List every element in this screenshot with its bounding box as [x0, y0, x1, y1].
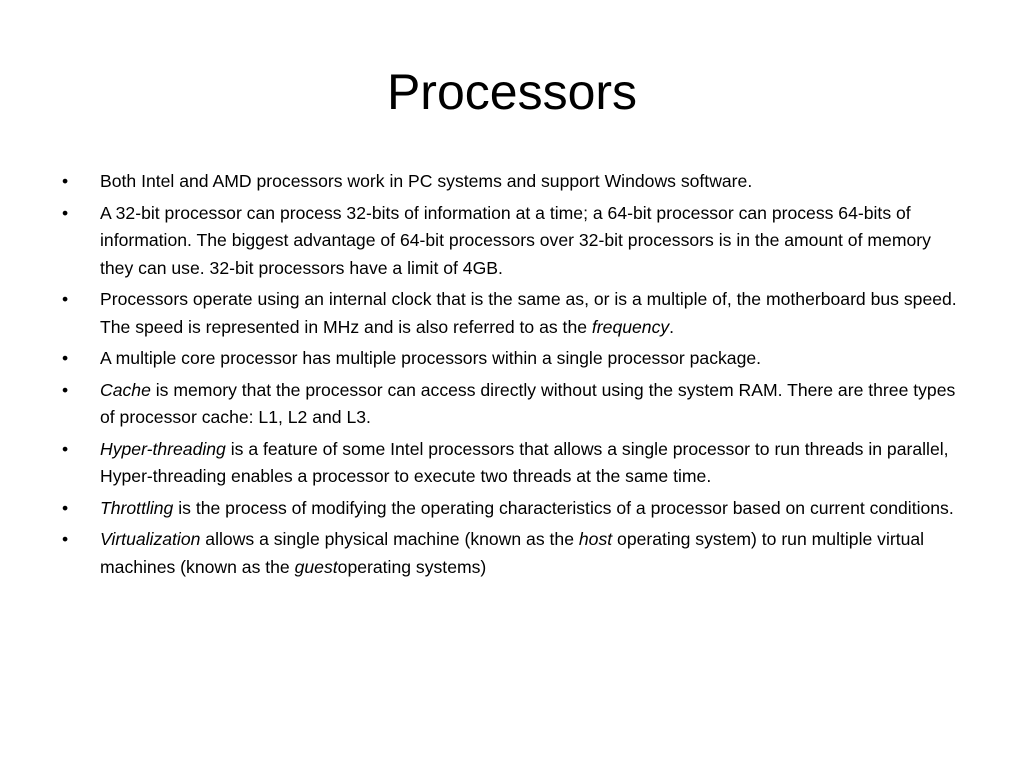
bullet-emphasis: frequency	[591, 316, 670, 337]
bullet-text: Virtualization allows a single physical …	[100, 529, 924, 577]
bullet-text-part: allows a single physical machine (known …	[200, 529, 579, 549]
bullet-text-part: A multiple core processor has multiple p…	[100, 348, 762, 368]
bullet-emphasis: Hyper-threading	[100, 438, 226, 459]
bullet-text-part: operating systems)	[337, 556, 487, 577]
bullet-item: • Throttling is the process of modifying…	[62, 495, 968, 523]
bullet-text: Hyper-threading is a feature of some Int…	[100, 439, 949, 487]
slide-title: Processors	[386, 64, 638, 120]
bullet-text: A multiple core processor has multiple p…	[100, 348, 761, 368]
bullet-text: Throttling is the process of modifying t…	[100, 498, 954, 518]
bullet-emphasis: Cache	[100, 379, 151, 400]
bullet-item: • Virtualization allows a single physica…	[62, 526, 968, 581]
bullet-text: Processors operate using an internal clo…	[100, 289, 957, 337]
bullet-item: • Processors operate using an internal c…	[62, 286, 968, 341]
bullet-text: Cache is memory that the processor can a…	[100, 380, 955, 428]
bullet-item: • Hyper-threading is a feature of some I…	[62, 436, 968, 491]
bullet-emphasis: Virtualization	[100, 529, 201, 549]
bullet-emphasis: host	[578, 529, 613, 549]
bullet-text-part: .	[669, 316, 675, 337]
bullet-list: • Both Intel and AMD processors work in …	[62, 168, 968, 585]
bullet-text-part: operating system) to run multiple virtua…	[100, 529, 925, 577]
bullet-item: • A multiple core processor has multiple…	[62, 345, 968, 373]
bullet-marker: •	[62, 497, 69, 518]
bullet-marker: •	[62, 171, 69, 191]
bullet-marker: •	[62, 379, 69, 400]
bullet-text-part: is the process of modifying the operatin…	[173, 497, 954, 518]
bullet-text-part: is a feature of some Intel processors th…	[100, 438, 949, 487]
bullet-marker: •	[62, 529, 69, 549]
bullet-marker: •	[62, 202, 69, 223]
bullet-marker: •	[62, 348, 69, 368]
bullet-item: • Both Intel and AMD processors work in …	[62, 168, 968, 196]
bullet-text-part: Both Intel and AMD processors work in PC…	[100, 171, 753, 191]
bullet-emphasis: guest	[294, 556, 338, 577]
bullet-text-part: Processors operate using an internal clo…	[100, 289, 957, 337]
bullet-item: • A 32-bit processor can process 32-bits…	[62, 200, 968, 283]
bullet-text-part: A 32-bit processor can process 32-bits o…	[100, 202, 931, 278]
bullet-item: • Cache is memory that the processor can…	[62, 377, 968, 432]
bullet-marker: •	[62, 289, 69, 309]
bullet-text: Both Intel and AMD processors work in PC…	[100, 171, 752, 191]
bullet-emphasis: Throttling	[100, 497, 174, 518]
bullet-text: A 32-bit processor can process 32-bits o…	[100, 203, 931, 278]
bullet-marker: •	[62, 438, 69, 459]
bullet-text-part: is memory that the processor can access …	[100, 379, 956, 428]
